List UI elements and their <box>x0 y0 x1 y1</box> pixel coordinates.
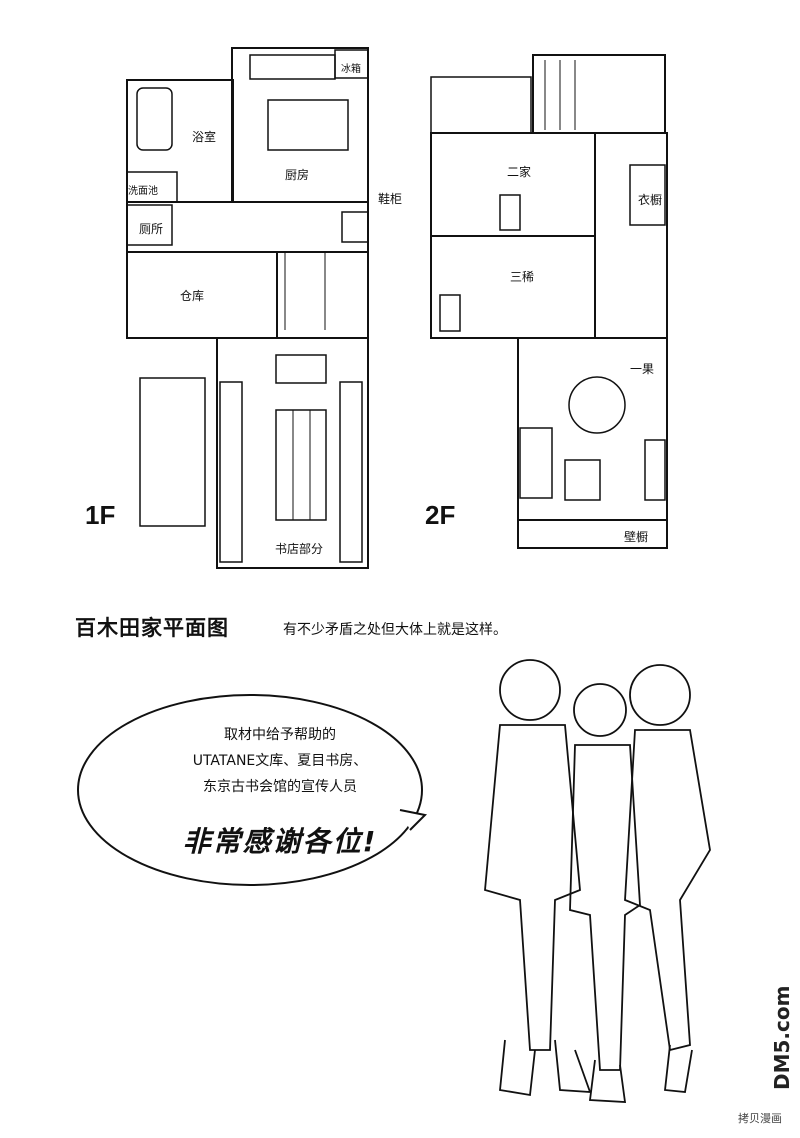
room-closet: 衣橱 <box>638 193 663 207</box>
room-wall-closet: 壁橱 <box>624 530 649 544</box>
room-second-daughter: 二家 <box>507 165 532 179</box>
thanks-text: 非常感谢各位! <box>182 825 378 858</box>
room-bath: 浴室 <box>192 130 217 144</box>
room-third-daughter: 三稀 <box>510 270 535 284</box>
watermark-text: 拷贝漫画 <box>738 1112 782 1125</box>
dm5-logo: DM5.com <box>770 985 794 1090</box>
page-caption: 有不少矛盾之处但大体上就是这样。 <box>283 622 507 638</box>
room-fridge: 冰箱 <box>341 64 361 75</box>
floor2-plan <box>430 54 668 549</box>
room-washbasin: 洗面池 <box>128 186 158 197</box>
room-bookstore: 书店部分 <box>275 542 324 556</box>
page-title: 百木田家平面图 <box>75 616 229 640</box>
room-eldest-daughter: 一果 <box>630 362 655 376</box>
bubble-line-3: 东京古书会馆的宣传人员 <box>203 779 357 795</box>
floor-plans-drawing <box>126 47 668 569</box>
speech-bubble <box>77 694 428 886</box>
floor2-label: 2F <box>425 500 456 530</box>
room-toilet: 厕所 <box>139 222 164 236</box>
bubble-line-2: UTATANE文库、夏目书房、 <box>192 753 368 769</box>
room-kitchen: 厨房 <box>285 168 310 182</box>
three-sisters-illustration <box>484 659 711 1103</box>
floor1-plan <box>126 47 369 569</box>
room-storage: 仓库 <box>180 289 205 303</box>
room-shoe-cabinet: 鞋柜 <box>378 192 403 206</box>
floor1-label: 1F <box>85 500 116 530</box>
bubble-line-1: 取材中给予帮助的 <box>224 727 336 743</box>
